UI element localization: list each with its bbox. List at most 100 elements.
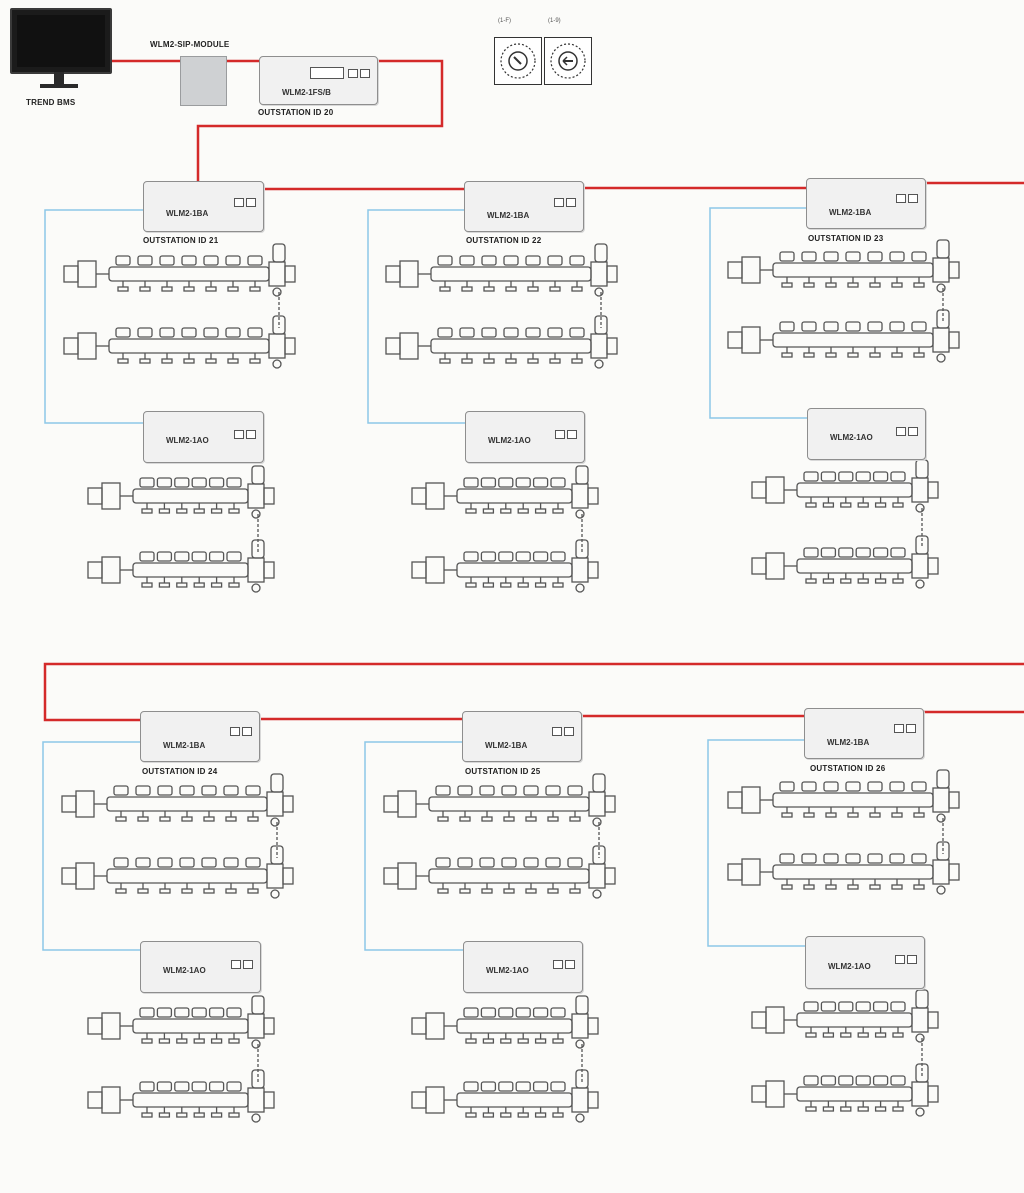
actuator-icon xyxy=(135,785,151,796)
fitting-icon xyxy=(425,482,445,510)
valve-icon xyxy=(61,867,77,885)
manifold-bar xyxy=(106,796,268,812)
actuator-icon xyxy=(503,255,519,266)
outlet-connector xyxy=(892,1106,904,1112)
outlet-connector xyxy=(803,352,815,358)
ao-device-station-22: WLM2-1AO xyxy=(465,411,585,463)
actuator-icon xyxy=(137,255,153,266)
outlet-connector xyxy=(891,812,903,818)
end-cap-icon xyxy=(263,1091,275,1109)
fitting-icon xyxy=(741,326,761,354)
valve-icon xyxy=(87,487,103,505)
actuator-icon xyxy=(437,255,453,266)
outlet-connector xyxy=(181,888,193,894)
end-cap-icon xyxy=(606,265,618,283)
drain-valve-icon xyxy=(915,1107,925,1117)
actuator-icon xyxy=(480,1081,497,1092)
ao-device-name: WLM2-1AO xyxy=(830,433,873,442)
actuator-icon xyxy=(545,857,561,868)
fitting-icon xyxy=(741,786,761,814)
actuator-icon xyxy=(911,321,927,332)
outlet-connector xyxy=(158,1112,171,1118)
valve-icon xyxy=(751,1085,767,1103)
outlet-connector xyxy=(505,286,517,292)
actuator-icon xyxy=(223,785,239,796)
outlet-connector xyxy=(840,502,852,508)
actuator-icon xyxy=(889,251,905,262)
ba-device-station-22: WLM2-1BA xyxy=(464,181,584,232)
actuator-icon xyxy=(532,551,549,562)
fitting-icon xyxy=(425,1086,445,1114)
actuator-icon xyxy=(550,551,566,562)
link-station-22 xyxy=(367,209,465,424)
actuator-icon xyxy=(463,551,479,562)
outlet-connector xyxy=(482,1112,495,1118)
head-outstation-label: OUTSTATION ID 20 xyxy=(258,108,334,117)
actuator-icon xyxy=(247,327,263,338)
drain-valve-icon xyxy=(936,813,946,823)
actuator-icon xyxy=(547,327,563,338)
outlet-connector xyxy=(117,358,129,364)
actuator-icon xyxy=(174,1007,190,1018)
outlet-connector xyxy=(913,812,925,818)
ao-manifold-upper-2 xyxy=(411,465,599,519)
actuator-icon xyxy=(779,781,795,792)
outlet-connector xyxy=(549,286,561,292)
actuator-icon xyxy=(890,547,906,558)
actuator-icon xyxy=(435,857,451,868)
outlet-connector xyxy=(465,508,477,514)
actuator-icon xyxy=(226,1007,242,1018)
outlet-connector xyxy=(913,282,925,288)
valve-icon xyxy=(727,791,743,809)
actuator-icon xyxy=(191,477,207,488)
manifold-bar xyxy=(430,266,592,282)
air-vent-icon xyxy=(915,989,929,1009)
ba-device-name: WLM2-1BA xyxy=(163,741,206,750)
outlet-connector xyxy=(193,1112,205,1118)
actuator-icon xyxy=(201,857,217,868)
actuator-icon xyxy=(157,857,173,868)
end-cap-icon xyxy=(948,791,960,809)
manifold-bar xyxy=(428,796,590,812)
actuator-icon xyxy=(435,785,451,796)
outlet-connector xyxy=(137,888,149,894)
ba-manifold-upper-6 xyxy=(727,769,960,823)
outlet-connector xyxy=(203,888,215,894)
ba-device-name: WLM2-1BA xyxy=(485,741,528,750)
valve-icon xyxy=(61,795,77,813)
valve-icon xyxy=(727,261,743,279)
manifold-bar xyxy=(456,1018,573,1034)
actuator-icon xyxy=(569,255,585,266)
ao-manifold-lower-4 xyxy=(87,1069,275,1123)
outlet-connector xyxy=(141,582,153,588)
outlet-connector xyxy=(115,816,127,822)
actuator-icon xyxy=(855,1001,871,1012)
manifold-bar xyxy=(796,482,913,498)
ba-manifold-lower-2 xyxy=(385,315,618,369)
link-station-21 xyxy=(44,209,143,424)
actuator-icon xyxy=(801,853,817,864)
air-vent-icon xyxy=(592,845,606,865)
port-icon xyxy=(242,727,252,736)
ba-device-name: WLM2-1BA xyxy=(166,209,209,218)
actuator-icon xyxy=(801,251,817,262)
valve-icon xyxy=(383,795,399,813)
manifold-bar xyxy=(430,338,592,354)
valve-icon xyxy=(727,863,743,881)
fitting-icon xyxy=(425,1012,445,1040)
actuator-icon xyxy=(480,1007,497,1018)
actuator-icon xyxy=(779,853,795,864)
drain-valve-icon xyxy=(575,583,585,593)
ba-device-name: WLM2-1BA xyxy=(827,738,870,747)
actuator-icon xyxy=(867,251,883,262)
actuator-icon xyxy=(208,551,225,562)
actuator-icon xyxy=(457,857,473,868)
outlet-connector xyxy=(552,582,564,588)
actuator-icon xyxy=(223,857,239,868)
actuator-icon xyxy=(889,781,905,792)
outstation-label-25: OUTSTATION ID 25 xyxy=(465,767,541,776)
outlet-connector xyxy=(822,1032,835,1038)
air-vent-icon xyxy=(575,995,589,1015)
actuator-icon xyxy=(820,1075,837,1086)
fitting-icon xyxy=(397,790,417,818)
